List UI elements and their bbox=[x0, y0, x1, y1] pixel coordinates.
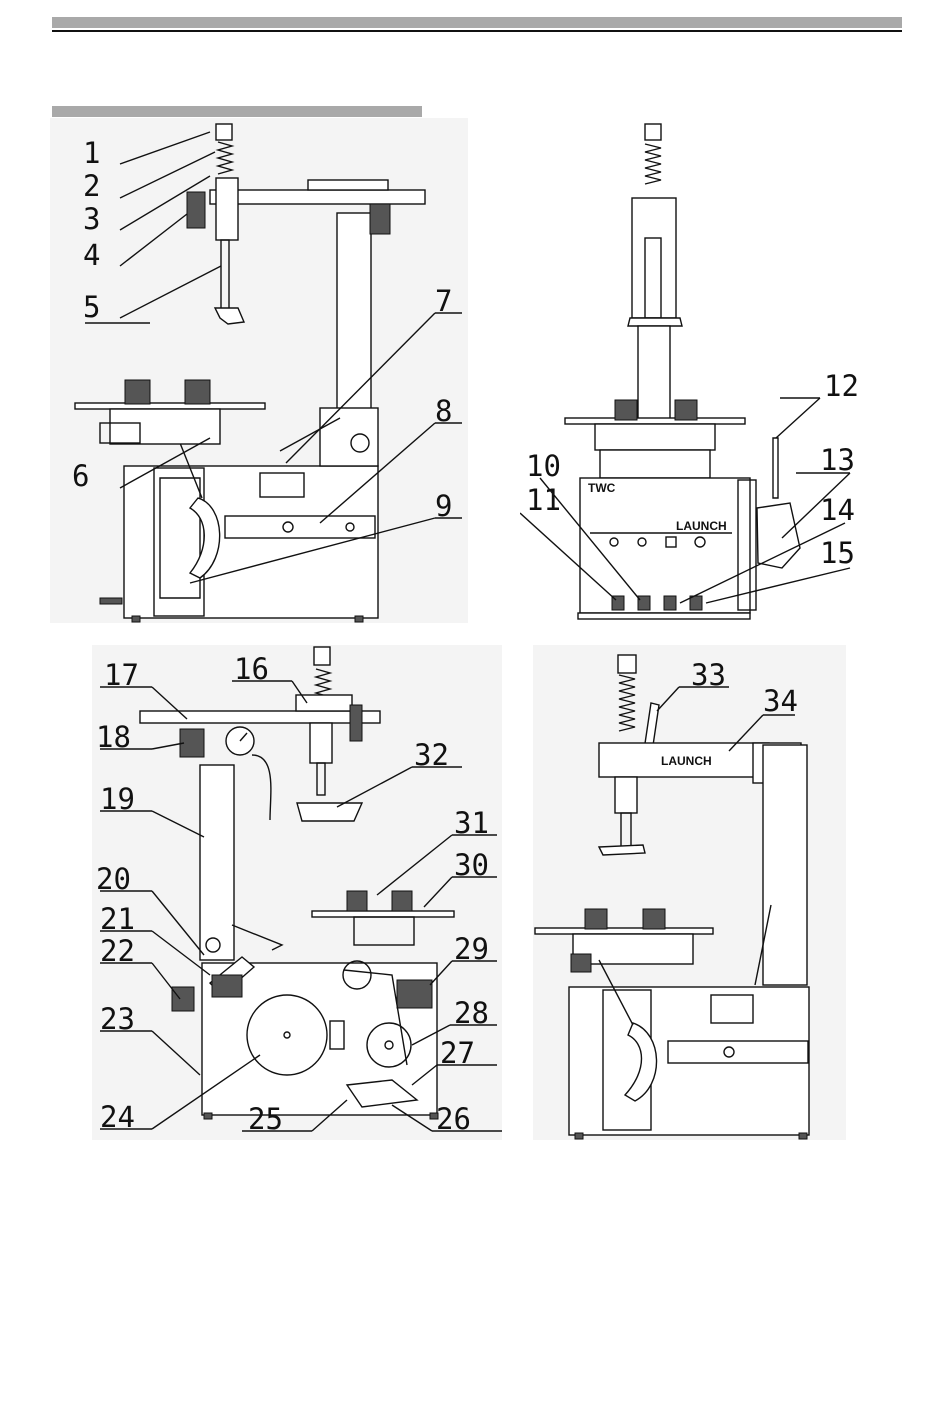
callout-14: 14 bbox=[820, 493, 855, 527]
callout-1: 1 bbox=[83, 136, 100, 170]
callout-13: 13 bbox=[820, 443, 855, 477]
arm-brand-text: LAUNCH bbox=[661, 754, 712, 768]
header-rule bbox=[52, 17, 902, 28]
rear-view-figure: 16 17 18 19 20 21 22 23 24 25 26 27 28 2… bbox=[92, 645, 502, 1140]
callout-34: 34 bbox=[763, 684, 798, 718]
side-view-figure: TWC LAUNCH 10 11 12 13 14 15 bbox=[520, 118, 882, 623]
callout-11: 11 bbox=[526, 483, 561, 517]
front-view-figure: 1 2 3 4 5 6 7 8 9 bbox=[50, 118, 468, 623]
callout-16: 16 bbox=[234, 652, 269, 686]
callout-12: 12 bbox=[824, 369, 859, 403]
iso-view-figure: LAUNCH 33 34 bbox=[533, 645, 846, 1140]
callout-33: 33 bbox=[691, 658, 726, 692]
callout-26: 26 bbox=[436, 1102, 471, 1136]
header-line bbox=[52, 30, 902, 32]
callout-3: 3 bbox=[83, 202, 100, 236]
section-rule bbox=[52, 106, 422, 117]
callout-25: 25 bbox=[248, 1102, 283, 1136]
callout-6: 6 bbox=[72, 459, 89, 493]
callout-32: 32 bbox=[414, 738, 449, 772]
callout-20: 20 bbox=[96, 862, 131, 896]
callout-19: 19 bbox=[100, 782, 135, 816]
callout-8: 8 bbox=[435, 394, 452, 428]
callout-31: 31 bbox=[454, 806, 489, 840]
callout-10: 10 bbox=[526, 449, 561, 483]
callout-15: 15 bbox=[820, 536, 855, 570]
callout-30: 30 bbox=[454, 848, 489, 882]
callout-24: 24 bbox=[100, 1100, 135, 1134]
callout-17: 17 bbox=[104, 658, 139, 692]
panel-brand-text: LAUNCH bbox=[676, 519, 727, 533]
callout-28: 28 bbox=[454, 996, 489, 1030]
callout-21: 21 bbox=[100, 902, 135, 936]
callout-22: 22 bbox=[100, 934, 135, 968]
callout-9: 9 bbox=[435, 489, 452, 523]
callout-23: 23 bbox=[100, 1002, 135, 1036]
callout-5: 5 bbox=[83, 290, 100, 324]
callout-29: 29 bbox=[454, 932, 489, 966]
callout-2: 2 bbox=[83, 169, 100, 203]
panel-model-text: TWC bbox=[588, 481, 616, 495]
callout-27: 27 bbox=[440, 1036, 475, 1070]
callout-18: 18 bbox=[96, 720, 131, 754]
callout-7: 7 bbox=[435, 284, 452, 318]
callout-4: 4 bbox=[83, 238, 100, 272]
